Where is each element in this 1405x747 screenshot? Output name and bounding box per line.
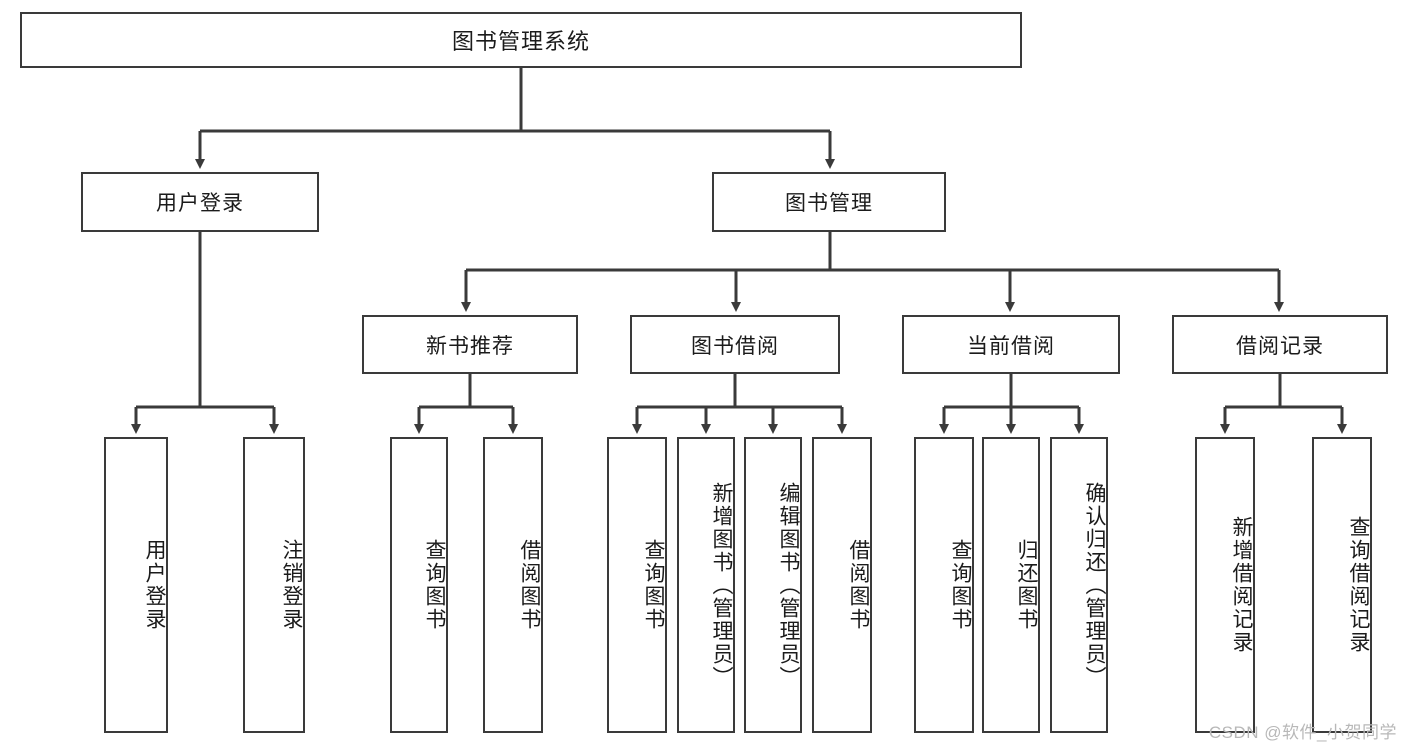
leaf-label: 查询图书: [642, 539, 665, 631]
leaf-label: 确认归还（管理员）: [1083, 481, 1106, 689]
leaf-new-book-query[interactable]: 查询图书: [390, 437, 448, 733]
leaf-record-add[interactable]: 新增借阅记录: [1195, 437, 1255, 733]
leaf-label: 借阅图书: [847, 539, 870, 631]
leaf-current-borrow-return[interactable]: 归还图书: [982, 437, 1040, 733]
leaf-label: 用户登录: [143, 539, 166, 631]
node-new-book-recommendation[interactable]: 新书推荐: [362, 315, 578, 374]
node-root[interactable]: 图书管理系统: [20, 12, 1022, 68]
leaf-user-login-login[interactable]: 用户登录: [104, 437, 168, 733]
leaf-book-borrow-borrow[interactable]: 借阅图书: [812, 437, 872, 733]
leaf-new-book-borrow[interactable]: 借阅图书: [483, 437, 543, 733]
leaf-book-borrow-query[interactable]: 查询图书: [607, 437, 667, 733]
leaf-record-query[interactable]: 查询借阅记录: [1312, 437, 1372, 733]
node-book-management[interactable]: 图书管理: [712, 172, 946, 232]
leaf-label: 借阅图书: [518, 539, 541, 631]
node-current-borrowing[interactable]: 当前借阅: [902, 315, 1120, 374]
leaf-label: 归还图书: [1015, 539, 1038, 631]
leaf-label: 新增借阅记录: [1230, 516, 1253, 654]
leaf-book-borrow-edit[interactable]: 编辑图书（管理员）: [744, 437, 802, 733]
leaf-label: 新增图书（管理员）: [710, 481, 733, 689]
node-user-login[interactable]: 用户登录: [81, 172, 319, 232]
leaf-current-borrow-confirm[interactable]: 确认归还（管理员）: [1050, 437, 1108, 733]
leaf-label: 查询图书: [423, 539, 446, 631]
leaf-label: 注销登录: [280, 539, 303, 631]
leaf-book-borrow-add[interactable]: 新增图书（管理员）: [677, 437, 735, 733]
leaf-label: 编辑图书（管理员）: [777, 481, 800, 689]
leaf-label: 查询图书: [949, 539, 972, 631]
leaf-label: 查询借阅记录: [1347, 516, 1370, 654]
node-borrowing-records[interactable]: 借阅记录: [1172, 315, 1388, 374]
leaf-user-login-logout[interactable]: 注销登录: [243, 437, 305, 733]
leaf-current-borrow-query[interactable]: 查询图书: [914, 437, 974, 733]
node-book-borrowing[interactable]: 图书借阅: [630, 315, 840, 374]
